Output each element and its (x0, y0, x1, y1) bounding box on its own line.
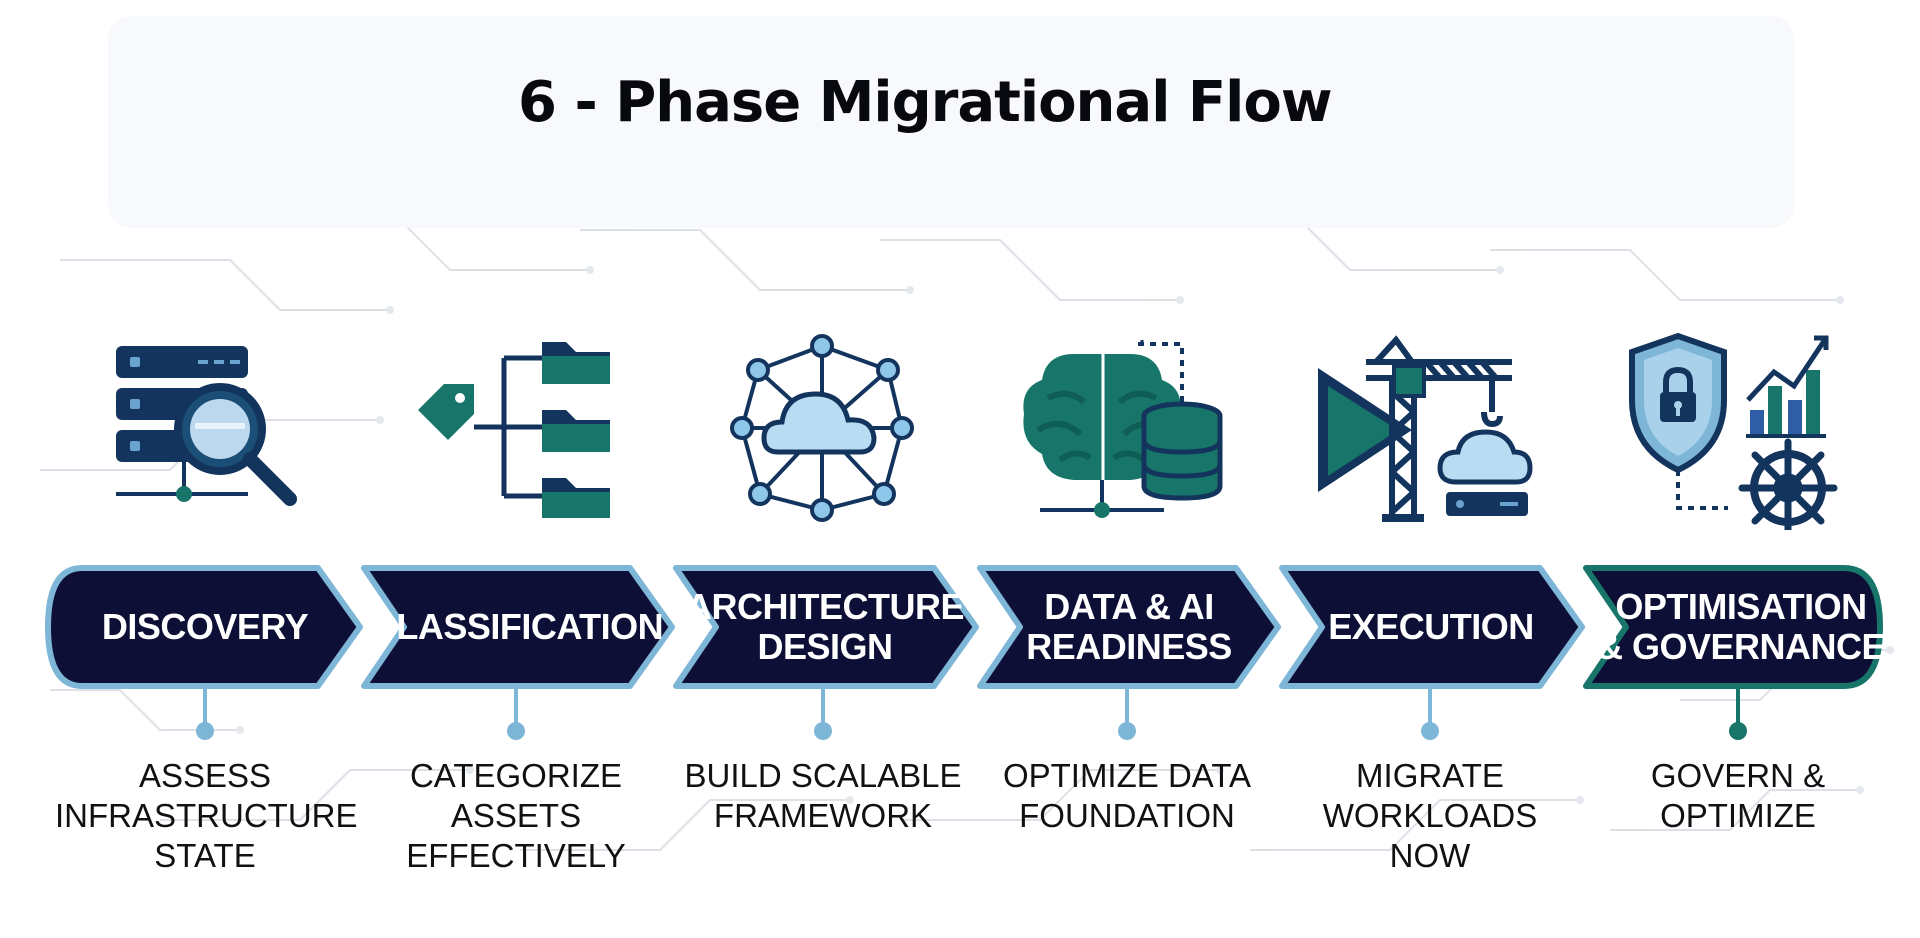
server-search-icon (116, 346, 297, 506)
phase-label-architecture-design: ARCHITECTURE DESIGN (686, 586, 965, 667)
tag-folders-icon (418, 342, 610, 518)
connector-node-architecture (814, 722, 832, 740)
page-title: 6 - Phase Migrational Flow (518, 70, 1333, 135)
phase-label-execution: EXECUTION (1328, 606, 1534, 647)
cloud-network-icon (730, 334, 914, 522)
phase-description-discovery: ASSESS INFRASTRUCTURE STATE (55, 757, 358, 874)
phase-description-optimisation-governance: GOVERN & OPTIMIZE (1650, 757, 1826, 834)
phase-description-execution: MIGRATE WORKLOADS NOW (1322, 757, 1538, 874)
phase-chevrons (45, 565, 1883, 689)
phase-label-discovery: DISCOVERY (101, 606, 309, 647)
connector-node-optimisation (1729, 722, 1747, 740)
phase-chevron-discovery (45, 565, 363, 689)
flow-connectors (196, 686, 1747, 740)
phase-chevron-execution (1279, 565, 1585, 689)
phase-chevron-classification (361, 565, 675, 689)
phase-description-architecture-design: BUILD SCALABLE FRAMEWORK (684, 757, 962, 834)
connector-node-discovery (196, 722, 214, 740)
brain-database-icon (1023, 340, 1223, 518)
connector-node-classification (507, 722, 525, 740)
phase-label-optimisation-governance: OPTIMISATION & GOVERNANCE (1596, 586, 1886, 667)
header-panel (108, 16, 1794, 228)
phase-description-classification: CATEGORIZE ASSETS EFFECTIVELY (406, 757, 626, 874)
connector-node-data-ai (1118, 722, 1136, 740)
connector-node-execution (1421, 722, 1439, 740)
phase-chevron-data-ai (977, 565, 1281, 689)
shield-chart-helm-icon (1629, 332, 1838, 530)
phase-description-data-ai-readiness: OPTIMIZE DATA FOUNDATION (1002, 757, 1252, 834)
crane-cloud-icon (1318, 335, 1533, 522)
phase-label-classification: CLASSIFICATION (370, 606, 664, 647)
phase-chevron-optimisation (1583, 565, 1883, 689)
phase-label-data-ai-readiness: DATA & AI READINESS (1026, 586, 1232, 667)
phase-chevron-architecture (673, 565, 979, 689)
